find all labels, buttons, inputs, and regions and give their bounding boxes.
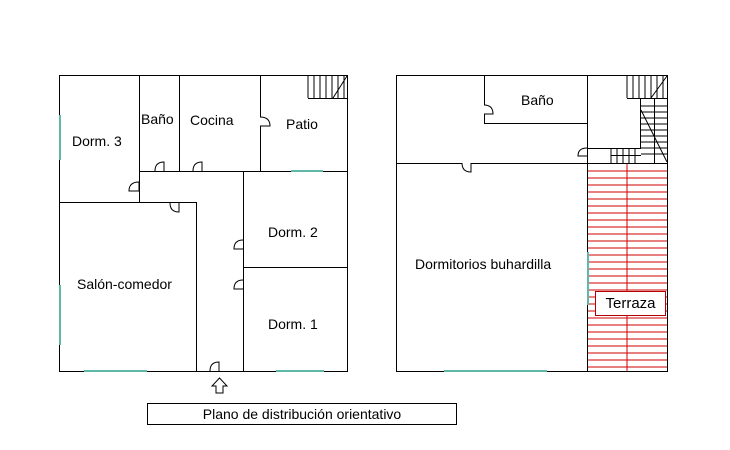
room-label-terraza: Terraza: [595, 291, 666, 316]
ground-floor-doors: [128, 116, 271, 372]
room-label-patio: Patio: [286, 116, 318, 132]
upper-floor-doors: [461, 104, 588, 173]
room-label-bano: Baño: [141, 111, 174, 127]
room-label-dormitorios-buhardilla: Dormitorios buhardilla: [415, 256, 552, 272]
arrow-up-icon: [210, 377, 229, 394]
ground-floor-windows: [59, 115, 324, 372]
terrace-hatch: [588, 163, 667, 371]
ground-floor-walls: [59, 75, 348, 372]
plan-caption: Plano de distribución orientativo: [147, 403, 457, 425]
room-label-dorm1: Dorm. 1: [268, 316, 318, 332]
stairs-icon: [307, 75, 348, 99]
stairs-icon: [610, 75, 668, 163]
room-label-cocina: Cocina: [190, 112, 234, 128]
room-label-dorm3: Dorm. 3: [72, 133, 122, 149]
room-label-salon: Salón-comedor: [77, 276, 172, 292]
room-label-dorm2: Dorm. 2: [268, 224, 318, 240]
upper-floor-windows: [444, 252, 589, 372]
room-label-upper-bano: Baño: [521, 92, 554, 108]
